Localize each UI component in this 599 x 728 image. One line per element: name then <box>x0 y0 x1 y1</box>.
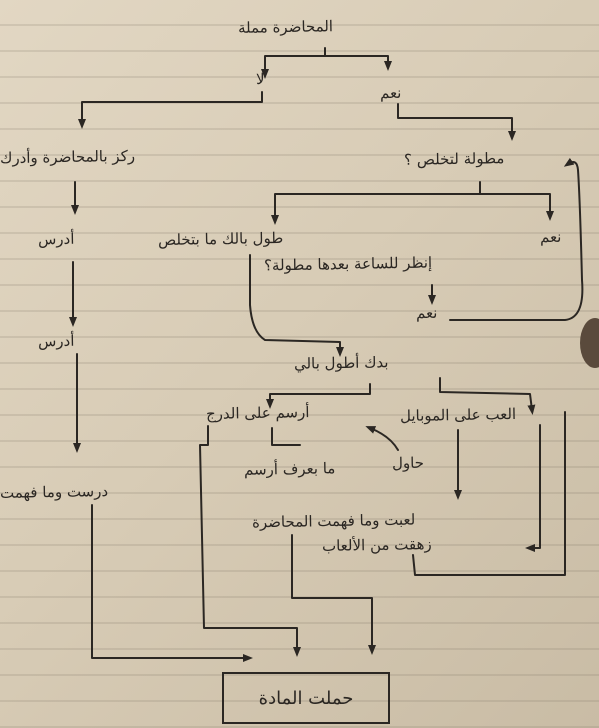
connector-start-yes <box>324 55 392 71</box>
label-yes-2: نعم <box>539 227 562 247</box>
node-want-patient: بدك أطول بالي <box>293 353 389 373</box>
connector-loop <box>449 157 584 321</box>
node-draw-desk: أرسم على الدرج <box>205 403 310 423</box>
node-study-2: أدرس <box>37 331 75 351</box>
node-studied-understood: درست وما فهمت <box>0 482 109 502</box>
node-dont-know-draw: ما بعرف أرسم <box>243 459 336 479</box>
connector-patient-want <box>249 254 344 357</box>
node-wasted-lecture: لعبت وما فهمت المحاضرة <box>251 510 416 532</box>
node-focus-understand: ركز بالمحاضرة وأدرك <box>0 146 136 168</box>
node-look-clock: إنظر للساعة بعدها مطولة؟ <box>263 253 433 275</box>
connector-no <box>78 91 263 129</box>
binder-hole <box>580 318 599 368</box>
connector-draw-end <box>199 425 301 657</box>
node-try: حاول <box>391 453 425 473</box>
connector-want-play <box>439 377 536 415</box>
node-is-long: مطولة لتخلص ؟ <box>403 149 505 169</box>
node-end-box: حملت المادة <box>222 672 390 724</box>
label-yes: نعم <box>379 83 402 103</box>
connector-try-draw <box>365 426 399 451</box>
node-bored-games: زهقت من الألعاب <box>321 535 432 555</box>
connector-want-draw <box>266 383 371 409</box>
connector-start-split <box>261 47 326 79</box>
label-no: لا <box>255 69 265 89</box>
node-be-patient: طول بالك ما بتخلص <box>157 228 284 250</box>
connector-yes <box>397 103 516 141</box>
connector-wasted-end <box>291 534 376 655</box>
connector-draw-dontknow <box>271 427 301 446</box>
connector-question-yes <box>479 193 554 221</box>
connector-understood-end <box>91 504 253 662</box>
node-play-mobile: العب على الموبايل <box>399 404 517 426</box>
label-yes-3: نعم <box>415 303 438 323</box>
node-start: المحاضرة مملة <box>237 17 334 37</box>
connector-play-bored <box>525 424 541 552</box>
node-end-label: حملت المادة <box>258 687 354 709</box>
connector-right-loop <box>412 411 566 576</box>
connector-question-split <box>271 181 481 225</box>
node-study-1: أدرس <box>37 229 75 249</box>
